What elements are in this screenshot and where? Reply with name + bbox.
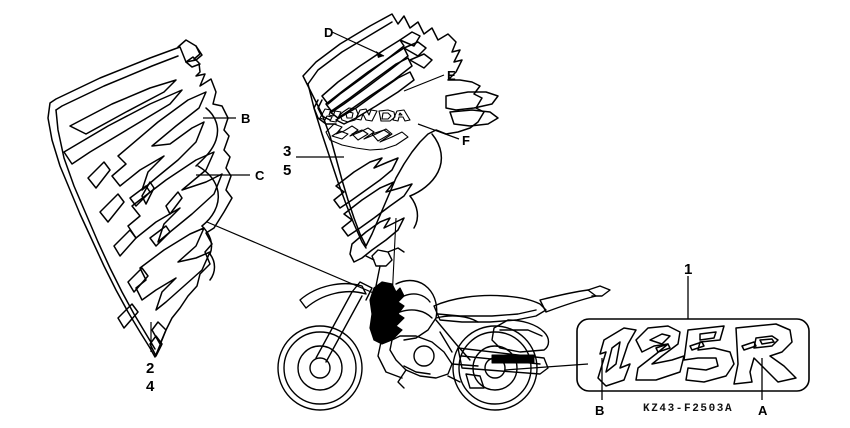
leader-line-F (417, 123, 460, 140)
callout-label-F: F (462, 133, 470, 148)
swingarm-decal (491, 354, 535, 364)
right-fairing-graphic (302, 13, 499, 263)
callout-label-5: 5 (283, 162, 292, 179)
callout-label-D: D (324, 25, 334, 40)
callout-label-3: 3 (283, 143, 292, 160)
leader-line-bike-to-decal (504, 363, 589, 371)
leader-line-left-to-bike (206, 221, 391, 301)
callout-label-4: 4 (146, 378, 155, 395)
callout-label-1: 1 (684, 261, 693, 278)
left-shroud-graphic (47, 39, 233, 358)
leader-line-E (403, 74, 445, 92)
decal-box-group (576, 318, 810, 392)
callout-label-B-decal: B (595, 403, 605, 418)
callout-label-C: C (255, 168, 265, 183)
part-number-text: KZ43-F2503A (643, 403, 734, 415)
callout-label-A: A (758, 403, 768, 418)
leader-line-D (331, 31, 385, 57)
decal-box-outline (576, 318, 810, 392)
callout-label-B: B (241, 111, 251, 126)
decal-125r-graphic (597, 323, 797, 387)
leader-arrow-D (376, 51, 384, 58)
callout-label-E: E (447, 68, 456, 83)
callout-label-2: 2 (146, 360, 155, 377)
